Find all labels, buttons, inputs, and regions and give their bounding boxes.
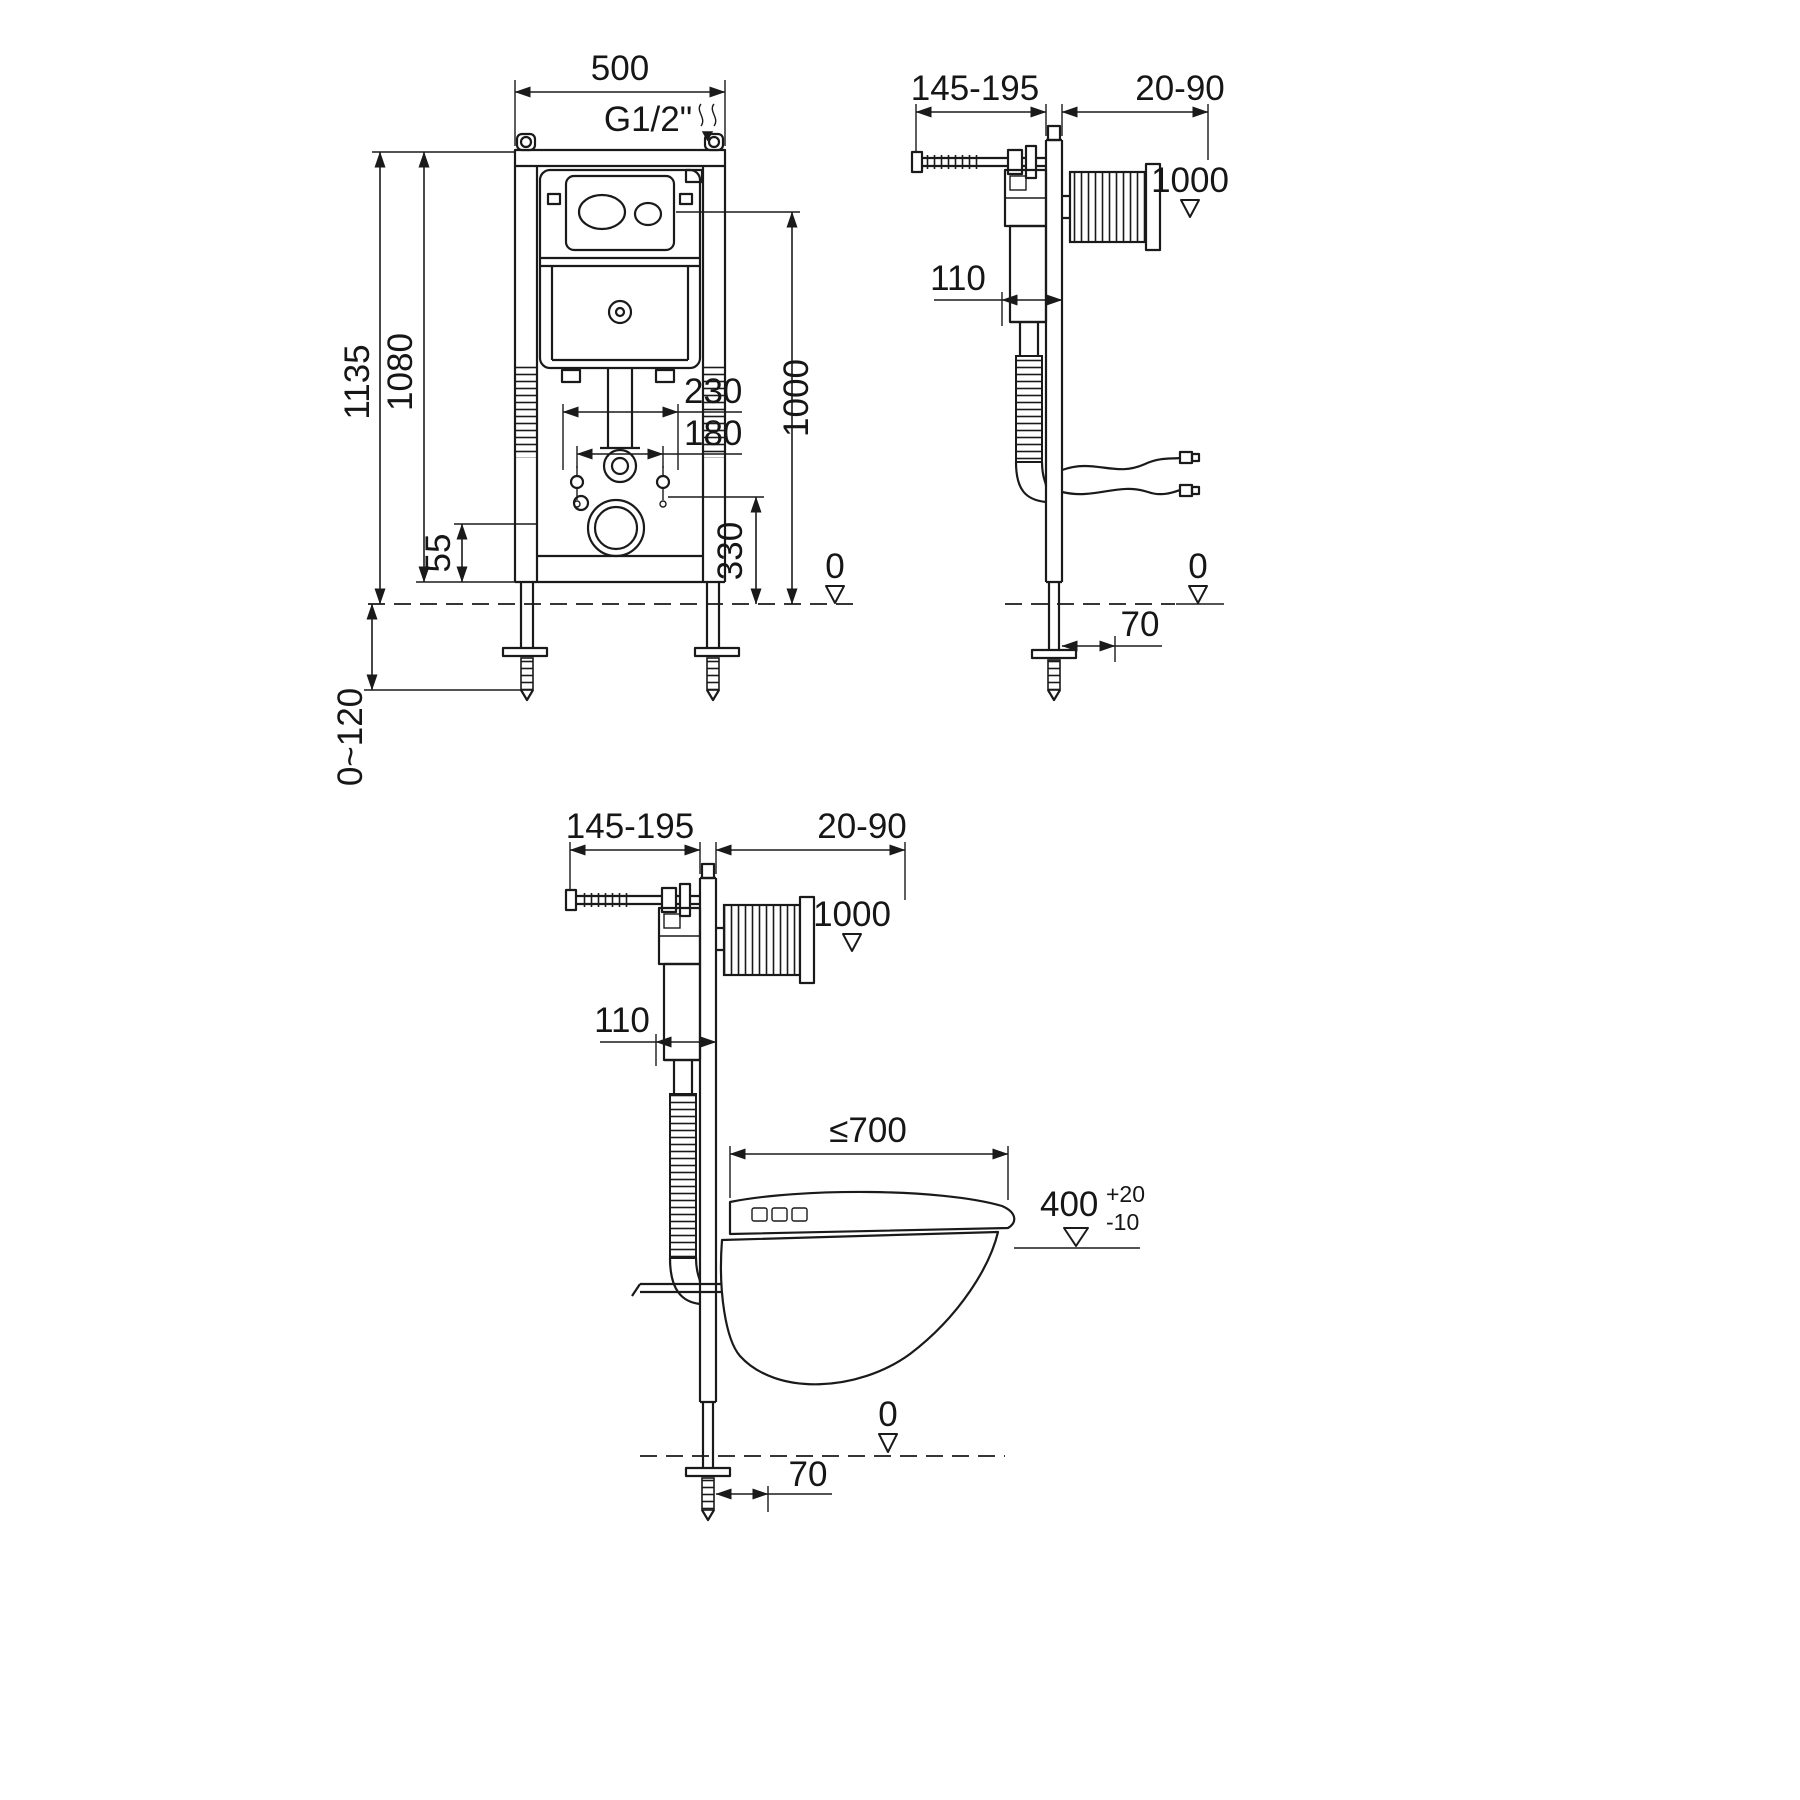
control-panel-icon [751,1207,768,1222]
front-cistern [538,168,704,384]
front-view: 500 G1/2" 1135 1080 55 0~120 [331,49,862,786]
anchor-bolt [1047,659,1061,691]
dim-145-195-label: 145-195 [566,807,694,846]
zero-level-label: 0 [825,547,844,586]
dim-20-90-label: 20-90 [817,807,907,846]
dim-70-label: 70 [789,1455,828,1494]
toilet-frame [564,862,791,1522]
dim-400-tolerance-upper: +20 [1106,1181,1145,1207]
dim-1080-label: 1080 [381,333,420,411]
level-marker-icon [825,585,845,604]
dim-180-label: 180 [684,414,742,453]
side-hoses [1061,450,1201,498]
toilet-dimensions: 145-195 20-90 1000 110 ≤700 400 +20 -10 … [566,807,1145,1512]
dim-700-label: ≤700 [829,1111,907,1150]
toilet-wall-anchor [716,895,816,985]
level-marker-icon [1063,1227,1089,1247]
control-panel-icon [791,1207,808,1222]
inlet-rod [910,144,1046,180]
dim-70-label: 70 [1121,605,1160,644]
front-frame [513,132,727,584]
anchor-bolt [701,1477,715,1511]
water-supply-icon [698,103,717,142]
flush-bend-pipe [1015,355,1043,463]
side-dimensions: 145-195 20-90 1000 110 0 70 [911,69,1229,662]
front-flush-plate [546,174,694,252]
fixing-bolt-left [569,474,585,490]
bowl-body [719,1230,1000,1386]
level-marker-icon [878,1433,898,1453]
zero-level-label: 0 [1188,547,1207,586]
side-cistern [1003,168,1048,504]
dim-110-label: 110 [594,1001,650,1040]
dim-330-label: 330 [711,522,750,580]
dim-1000-label: 1000 [777,359,816,437]
fixing-bolt-right [655,474,671,490]
dim-1135-label: 1135 [338,344,377,419]
dim-20-90-label: 20-90 [1135,69,1225,108]
dim-width-label: 500 [591,49,649,88]
front-feet [501,582,741,702]
front-drain-assembly [569,368,671,558]
anchor-bolt-right [706,657,720,691]
brand-logo-icon [607,299,633,325]
support-bracket [631,1282,791,1297]
dim-1000-label: 1000 [813,895,891,934]
flush-bend-pipe [669,1093,697,1259]
toilet-bowl [719,1190,1016,1386]
front-dimensions: 500 G1/2" 1135 1080 55 0~120 [331,49,862,786]
control-panel-icon [771,1207,788,1222]
toilet-lid [728,1190,1016,1236]
side-wall-anchor [1062,162,1162,252]
dim-foot-range-label: 0~120 [331,688,370,786]
inlet-size-label: G1/2" [604,100,692,139]
dim-400-label: 400 [1040,1185,1098,1224]
level-marker-icon [842,933,862,952]
toilet-view: 145-195 20-90 1000 110 ≤700 400 +20 -10 … [564,807,1145,1522]
dim-110-label: 110 [930,259,986,298]
anchor-bolt-left [520,657,534,691]
side-frame [910,124,1201,702]
water-inlet-fitting [684,168,704,184]
level-marker-icon [1188,585,1208,604]
dim-1000-label: 1000 [1151,161,1229,200]
dim-145-195-label: 145-195 [911,69,1039,108]
dim-230-label: 230 [684,372,742,411]
zero-level-label: 0 [878,1395,897,1434]
inlet-rod [564,882,700,918]
side-view: 145-195 20-90 1000 110 0 70 [910,69,1229,702]
level-marker-icon [1180,199,1200,218]
dim-400-tolerance-lower: -10 [1106,1209,1139,1235]
toilet-cistern [657,906,702,1306]
drain-outlet [586,498,646,558]
dim-55-label: 55 [419,534,458,573]
